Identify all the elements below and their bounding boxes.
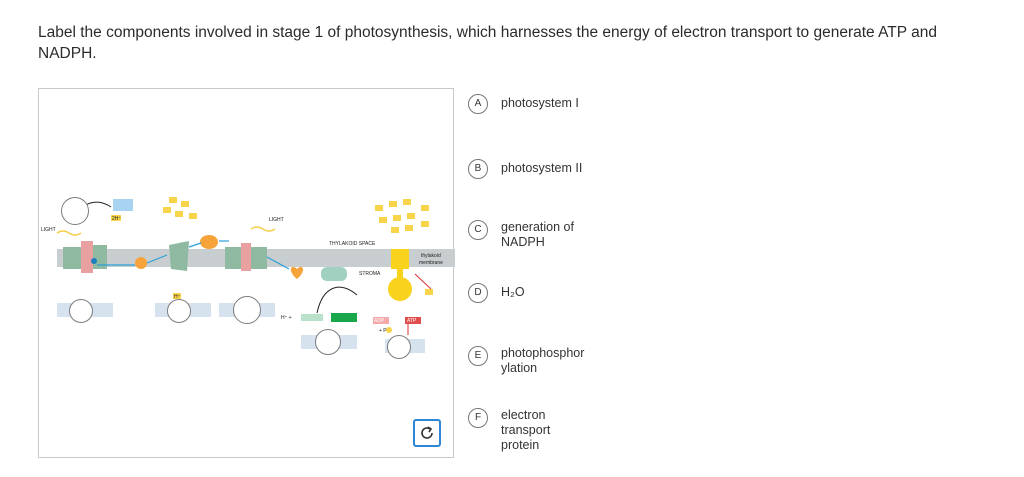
option-letter: F bbox=[468, 408, 488, 428]
option-letter: A bbox=[468, 94, 488, 114]
reset-button[interactable] bbox=[413, 419, 441, 447]
membrane-label: membrane bbox=[419, 260, 443, 266]
cytochrome-shape bbox=[169, 241, 189, 271]
photosynthesis-diagram: LIGHT LIGHT THYLAKOID SPACE STROMA thyla… bbox=[38, 88, 455, 458]
drop-target-4[interactable] bbox=[233, 296, 261, 324]
drop-target-3[interactable] bbox=[167, 299, 191, 323]
h-plus-label: H⁺ + bbox=[281, 315, 292, 321]
stroma-label: STROMA bbox=[359, 271, 381, 277]
h-ion-label: H⁺ bbox=[174, 294, 181, 300]
water-box bbox=[113, 199, 133, 211]
atp-box bbox=[405, 317, 421, 324]
option-letter: C bbox=[468, 220, 488, 240]
nadp-reductase-shape bbox=[321, 267, 347, 281]
plastoquinone-shape bbox=[135, 257, 147, 269]
phosphate-dot bbox=[386, 327, 392, 333]
option-letter: E bbox=[468, 346, 488, 366]
light-label-left: LIGHT bbox=[41, 227, 56, 233]
drop-target-1[interactable] bbox=[61, 197, 89, 225]
phosphate-label: + P bbox=[379, 328, 387, 334]
option-label: generation of NADPH bbox=[501, 220, 574, 249]
question-text: Label the components involved in stage 1… bbox=[38, 24, 937, 62]
nadp-bar bbox=[301, 314, 323, 321]
drop-target-5[interactable] bbox=[315, 329, 341, 355]
option-label: photosystem I bbox=[501, 96, 579, 110]
photosystem-ii-shape bbox=[63, 241, 107, 273]
drop-target-6[interactable] bbox=[387, 335, 411, 359]
reset-icon bbox=[421, 426, 433, 439]
diagram-art: LIGHT LIGHT THYLAKOID SPACE STROMA thyla… bbox=[41, 197, 455, 353]
atp-synthase-shape bbox=[388, 249, 412, 301]
light-label-mid: LIGHT bbox=[269, 217, 284, 223]
two-h-label: 2H⁺ bbox=[112, 216, 121, 222]
option-letter: B bbox=[468, 159, 488, 179]
option-label: H₂O bbox=[501, 285, 525, 299]
adp-box bbox=[373, 317, 389, 324]
ferredoxin-shape bbox=[290, 266, 304, 279]
thylakoid-label: thylakoid bbox=[421, 253, 441, 259]
option-label: photophosphorylation bbox=[501, 346, 585, 375]
photosystem-i-shape bbox=[225, 243, 267, 271]
option-label: photosystem II bbox=[501, 161, 583, 175]
drop-target-2[interactable] bbox=[69, 299, 93, 323]
thylakoid-space-label: THYLAKOID SPACE bbox=[329, 241, 376, 247]
adp-label: ADP bbox=[374, 318, 385, 324]
option-letter: D bbox=[468, 283, 488, 303]
option-label: electron transport protein bbox=[501, 408, 551, 452]
plastocyanin-shape bbox=[200, 235, 218, 249]
atp-label: ATP bbox=[407, 318, 417, 324]
nadph-bar bbox=[331, 313, 357, 322]
